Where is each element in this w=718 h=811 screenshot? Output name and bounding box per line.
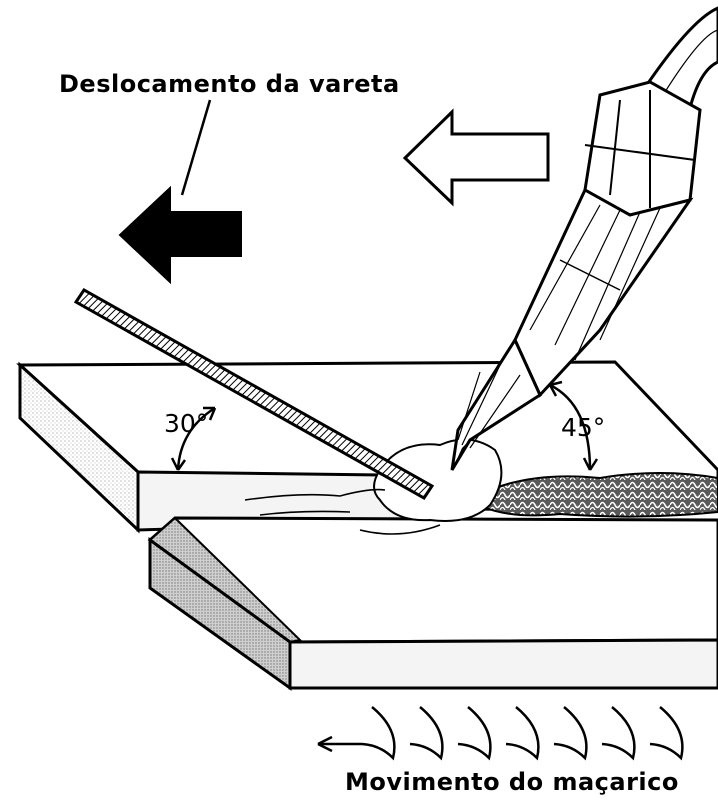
rod-displacement-arrow (118, 185, 242, 285)
rod-angle-arc (170, 406, 217, 471)
torch-angle-label: 45° (561, 413, 606, 442)
molten-puddle (373, 438, 503, 522)
torch-direction-arrow (402, 108, 550, 207)
label-leader-line (180, 99, 212, 196)
torch-movement-squiggle (317, 706, 684, 761)
rod-displacement-label: Deslocamento da vareta (59, 70, 400, 98)
welding-torch (450, 6, 718, 471)
filler-rod (73, 288, 435, 500)
front-plate (147, 516, 718, 691)
torch-movement-label: Movimento do maçarico (345, 768, 679, 796)
weld-bead (468, 472, 718, 518)
puddle-edge-lines (244, 488, 441, 535)
rod-angle-label: 30° (164, 409, 209, 438)
torch-angle-arc (548, 380, 599, 471)
